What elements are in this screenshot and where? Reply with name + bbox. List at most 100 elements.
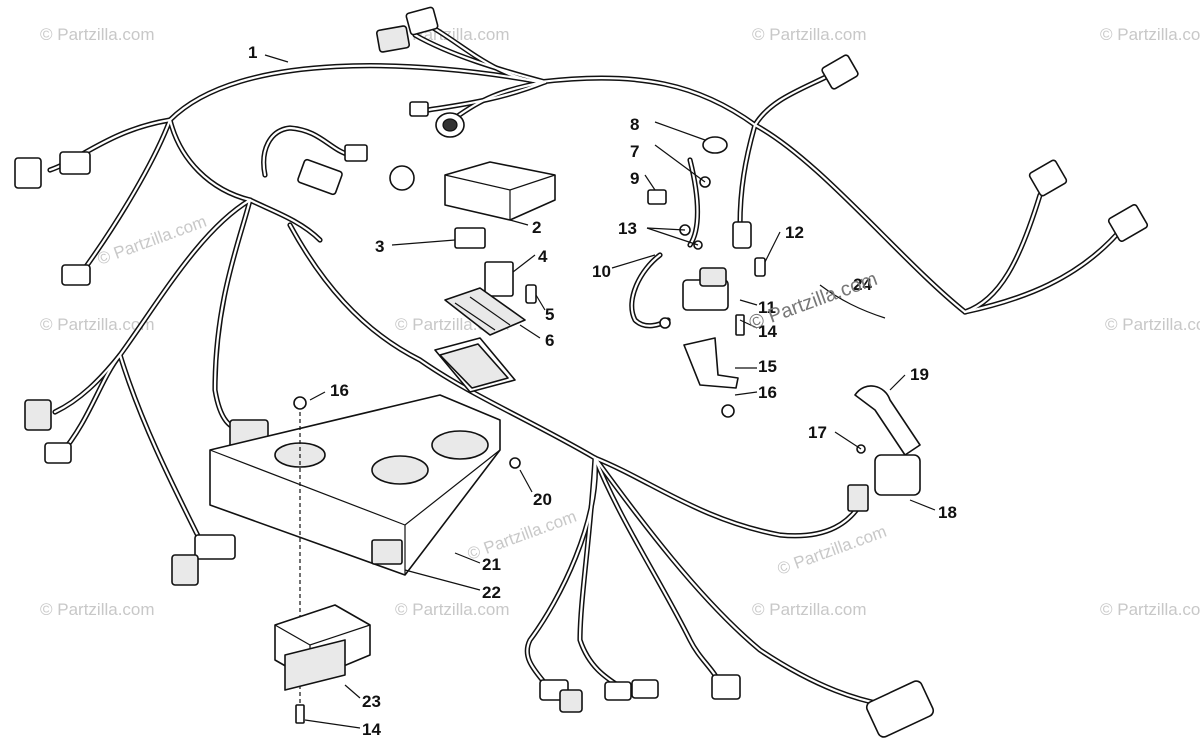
callout-10: 10 — [592, 262, 611, 281]
callout-13: 13 — [618, 219, 637, 238]
leader-lines — [264, 54, 936, 729]
callout-9: 9 — [630, 169, 639, 188]
part-11-solenoid — [682, 267, 729, 311]
watermark-text: © Partzilla.com — [40, 315, 155, 334]
watermark-text: © Partzilla.com — [1100, 25, 1200, 44]
connector-mid — [229, 144, 415, 451]
connector-right-top — [821, 54, 859, 90]
connector-top-a — [375, 6, 465, 138]
part-24-wire — [819, 284, 886, 319]
part-14-screw — [295, 704, 305, 724]
callout-16: 16 — [330, 381, 349, 400]
harness-wire-core — [753, 73, 832, 127]
part-8-cap — [702, 136, 728, 154]
harness-wire-segment — [592, 455, 863, 539]
watermark-text: © Partzilla.com — [1100, 600, 1200, 619]
harness-wire-core — [262, 126, 352, 177]
callout-5: 5 — [545, 305, 554, 324]
callout-20: 20 — [533, 490, 552, 509]
callout-16-right: 16 — [758, 383, 777, 402]
callout-15: 15 — [758, 357, 777, 376]
harness-wire-core — [78, 118, 172, 277]
part-14-screw — [735, 314, 745, 336]
callout-22: 22 — [482, 583, 501, 602]
harness-wire-core — [213, 198, 252, 432]
harness-wire-core — [593, 456, 887, 707]
part-3-block — [454, 227, 486, 249]
harness-wire-segment — [117, 352, 203, 543]
callout-19: 19 — [910, 365, 929, 384]
callout-12: 12 — [785, 223, 804, 242]
callout-labels: 1 2 3 4 5 6 7 8 9 10 11 12 13 14 15 16 1… — [248, 43, 957, 739]
harness-wire-core — [688, 158, 699, 247]
part-5-fuse — [525, 284, 537, 304]
harness-wire-segment — [592, 455, 723, 688]
watermark-text: © Partzilla.com — [752, 600, 867, 619]
terminal-block — [434, 337, 516, 393]
callout-17: 17 — [808, 423, 827, 442]
harness-wire-segment — [592, 455, 888, 708]
connector-left-top — [14, 151, 91, 286]
connector-bottom-cluster — [539, 674, 935, 738]
callout-11: 11 — [758, 298, 776, 317]
harness-wire-core — [288, 223, 597, 460]
part-22-bracket — [371, 539, 403, 565]
relay-box-cover — [444, 161, 556, 221]
watermark-layer: © Partzilla.com © Partzilla.com © Partzi… — [40, 25, 1200, 619]
watermark-text: © Partzilla.com — [1105, 315, 1200, 334]
callout-14-lower: 14 — [362, 720, 381, 739]
watermark-text: © Partzilla.com — [95, 212, 209, 269]
harness-wire-core — [593, 456, 862, 537]
harness-wire-core — [426, 80, 547, 112]
part-23-regulator — [274, 604, 371, 691]
part-15-bracket — [683, 337, 739, 389]
harness-wire-core — [118, 353, 202, 542]
parts-layer — [14, 6, 1149, 738]
watermark-text: © Partzilla.com — [752, 25, 867, 44]
connector-right-a — [1028, 159, 1149, 242]
callout-23: 23 — [362, 692, 381, 711]
callout-24: 24 — [853, 275, 872, 294]
harness-wire-segment — [737, 122, 758, 228]
harness-wire-core — [593, 456, 722, 687]
watermark-text: © Partzilla.com — [40, 25, 155, 44]
callout-4: 4 — [538, 247, 548, 266]
harness-wire-segment — [752, 72, 833, 128]
harness-wire-core — [578, 456, 627, 692]
part-16-bolt — [721, 404, 735, 418]
callout-14: 14 — [758, 322, 777, 341]
callout-21: 21 — [482, 555, 501, 574]
harness-wire-core — [53, 198, 252, 414]
part-6-fuse-block — [444, 287, 526, 336]
part-19-spark-plug-wire — [854, 385, 921, 456]
fuse-holder — [732, 221, 752, 249]
part-9-boot — [647, 189, 667, 205]
harness-wire-segment — [167, 63, 968, 315]
part-12-fuse — [754, 257, 766, 277]
callout-3: 3 — [375, 237, 384, 256]
part-16-bolt — [293, 396, 307, 410]
harness-wire-core — [168, 64, 967, 314]
harness-wire-core — [963, 193, 1042, 314]
part-20-screw — [509, 457, 521, 469]
callout-1: 1 — [248, 43, 257, 62]
part-18-ignition-coil — [847, 454, 921, 512]
harness-wire-core — [738, 123, 757, 227]
harness-wire-core — [630, 253, 670, 327]
callout-2: 2 — [532, 218, 541, 237]
watermark-text: © Partzilla.com — [40, 600, 155, 619]
part-4-relay — [484, 261, 514, 297]
watermark-text: © Partzilla.com — [395, 600, 510, 619]
harness-wire-core — [963, 223, 1127, 314]
harness-wire-core — [413, 33, 547, 84]
part-10-terminal — [659, 317, 671, 329]
harness-wire-core — [453, 80, 547, 120]
callout-6: 6 — [545, 331, 554, 350]
callout-8: 8 — [630, 115, 639, 134]
harness-wires — [47, 15, 1128, 708]
connector-left-mid — [24, 399, 236, 586]
part-21-battery-tray — [209, 394, 501, 576]
callout-18: 18 — [938, 503, 957, 522]
callout-7: 7 — [630, 142, 639, 161]
